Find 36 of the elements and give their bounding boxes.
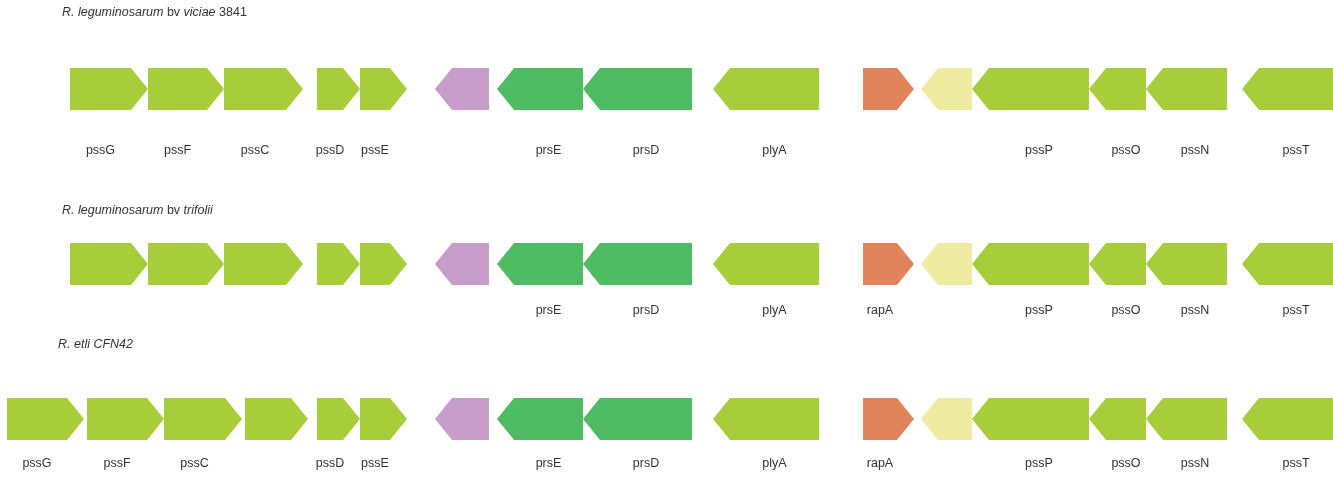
gene-label: prsE <box>535 143 562 157</box>
gene-label: plyA <box>762 143 787 157</box>
gene-label: pssC <box>180 456 209 470</box>
gene-label: prsD <box>632 303 660 317</box>
gene-label: pssC <box>240 143 270 157</box>
gene-label: pssE <box>361 456 389 470</box>
gene-label: pssE <box>361 143 389 157</box>
gene-label: rapA <box>866 456 894 470</box>
gene-label: rapA <box>866 303 894 317</box>
gene-label: pssG <box>85 143 116 157</box>
gene-label: pssF <box>103 456 131 470</box>
gene-label: pssO <box>1111 303 1141 317</box>
gene-label: pssT <box>1282 456 1310 470</box>
gene-label: pssP <box>1025 456 1053 470</box>
gene-label: pssN <box>1180 303 1210 317</box>
gene-label: pssN <box>1180 456 1210 470</box>
gene-label: pssD <box>315 143 345 157</box>
gene-label: plyA <box>762 456 787 470</box>
gene-label: pssO <box>1111 143 1141 157</box>
gene-label: pssT <box>1282 143 1310 157</box>
gene-label: plyA <box>762 303 787 317</box>
gene-label: prsD <box>632 143 660 157</box>
strain-title: R. leguminosarum bv trifolii <box>62 203 213 217</box>
strain-title: R. leguminosarum bv viciae 3841 <box>62 5 247 19</box>
gene-label: pssF <box>163 143 192 157</box>
strain-title: R. etli CFN42 <box>58 337 134 351</box>
gene-label: pssT <box>1282 303 1310 317</box>
gene-label: pssO <box>1111 456 1141 470</box>
gene-label: pssN <box>1180 143 1210 157</box>
gene-label: pssP <box>1025 143 1053 157</box>
gene-label: prsD <box>632 456 660 470</box>
gene-label: pssG <box>22 456 52 470</box>
gene-label: pssD <box>315 456 345 470</box>
gene-label: prsE <box>535 303 562 317</box>
gene-label: pssP <box>1025 303 1053 317</box>
gene-label: prsE <box>535 456 562 470</box>
